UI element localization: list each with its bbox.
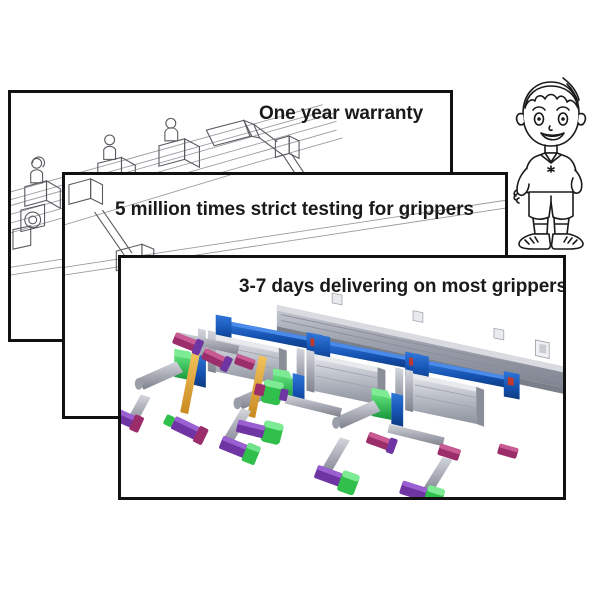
cartoon-boy-icon — [513, 77, 587, 250]
cartoon-boy-mascot — [505, 68, 597, 253]
caption-delivery-time: 3-7 days delivering on most grippers — [239, 276, 566, 297]
panel-delivery-time: 3-7 days delivering on most grippers — [118, 255, 566, 500]
caption-strict-testing: 5 million times strict testing for gripp… — [115, 199, 474, 220]
caption-one-year-warranty: One year warranty — [259, 103, 424, 124]
